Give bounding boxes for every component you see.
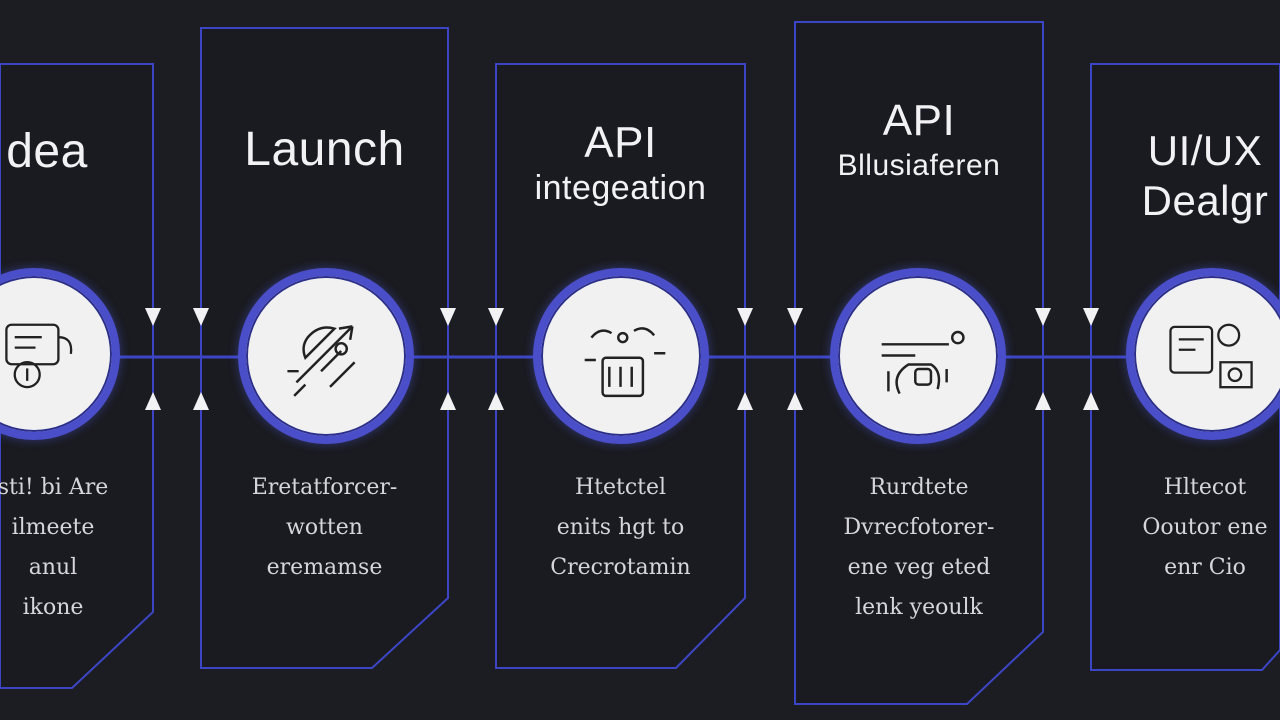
step-title-1: dea bbox=[6, 125, 88, 178]
down-arrow-icon bbox=[737, 308, 753, 326]
step-description-1: sti! bi Are ilmeete anul ikone bbox=[0, 475, 109, 620]
step-title-5: UI/UX Dealgr bbox=[1141, 127, 1269, 224]
api-sketch-icon bbox=[881, 330, 965, 395]
idea-sketch-icon bbox=[5, 323, 73, 389]
up-arrow-icon bbox=[787, 392, 803, 410]
up-arrow-icon bbox=[1083, 392, 1099, 410]
up-arrow-icon bbox=[193, 392, 209, 410]
step-description-5: Hltecot Ooutor ene enr Cio bbox=[1142, 475, 1268, 580]
up-arrow-icon bbox=[1035, 392, 1051, 410]
api-integration-sketch-icon bbox=[584, 327, 666, 398]
down-arrow-icon bbox=[787, 308, 803, 326]
step-icon-circle-1 bbox=[0, 268, 120, 440]
step-description-2: Eretatforcer- wotten eremamse bbox=[251, 475, 398, 580]
step-title-4: API Bllusiaferen bbox=[837, 96, 1001, 182]
ui-ux-sketch-icon bbox=[1169, 323, 1253, 389]
down-arrow-icon bbox=[1035, 308, 1051, 326]
launch-sketch-icon bbox=[287, 325, 356, 397]
step-icon-circle-3 bbox=[533, 268, 709, 444]
down-arrow-icon bbox=[145, 308, 161, 326]
up-arrow-icon bbox=[145, 392, 161, 410]
step-icon-circle-4 bbox=[830, 268, 1006, 444]
down-arrow-icon bbox=[440, 308, 456, 326]
step-icon-circle-5 bbox=[1126, 268, 1280, 440]
up-arrow-icon bbox=[488, 392, 504, 410]
up-arrow-icon bbox=[737, 392, 753, 410]
down-arrow-icon bbox=[1083, 308, 1099, 326]
down-arrow-icon bbox=[193, 308, 209, 326]
step-title-3: API integeation bbox=[534, 118, 707, 207]
up-arrow-icon bbox=[440, 392, 456, 410]
step-title-2: Launch bbox=[244, 123, 405, 176]
step-description-3: Htetctel enits hgt to Crecrotamin bbox=[550, 475, 691, 580]
step-description-4: Rurdtete Dvrecfotorer- ene veg eted lenk… bbox=[843, 475, 995, 620]
step-icon-circle-2 bbox=[238, 268, 414, 444]
down-arrow-icon bbox=[488, 308, 504, 326]
